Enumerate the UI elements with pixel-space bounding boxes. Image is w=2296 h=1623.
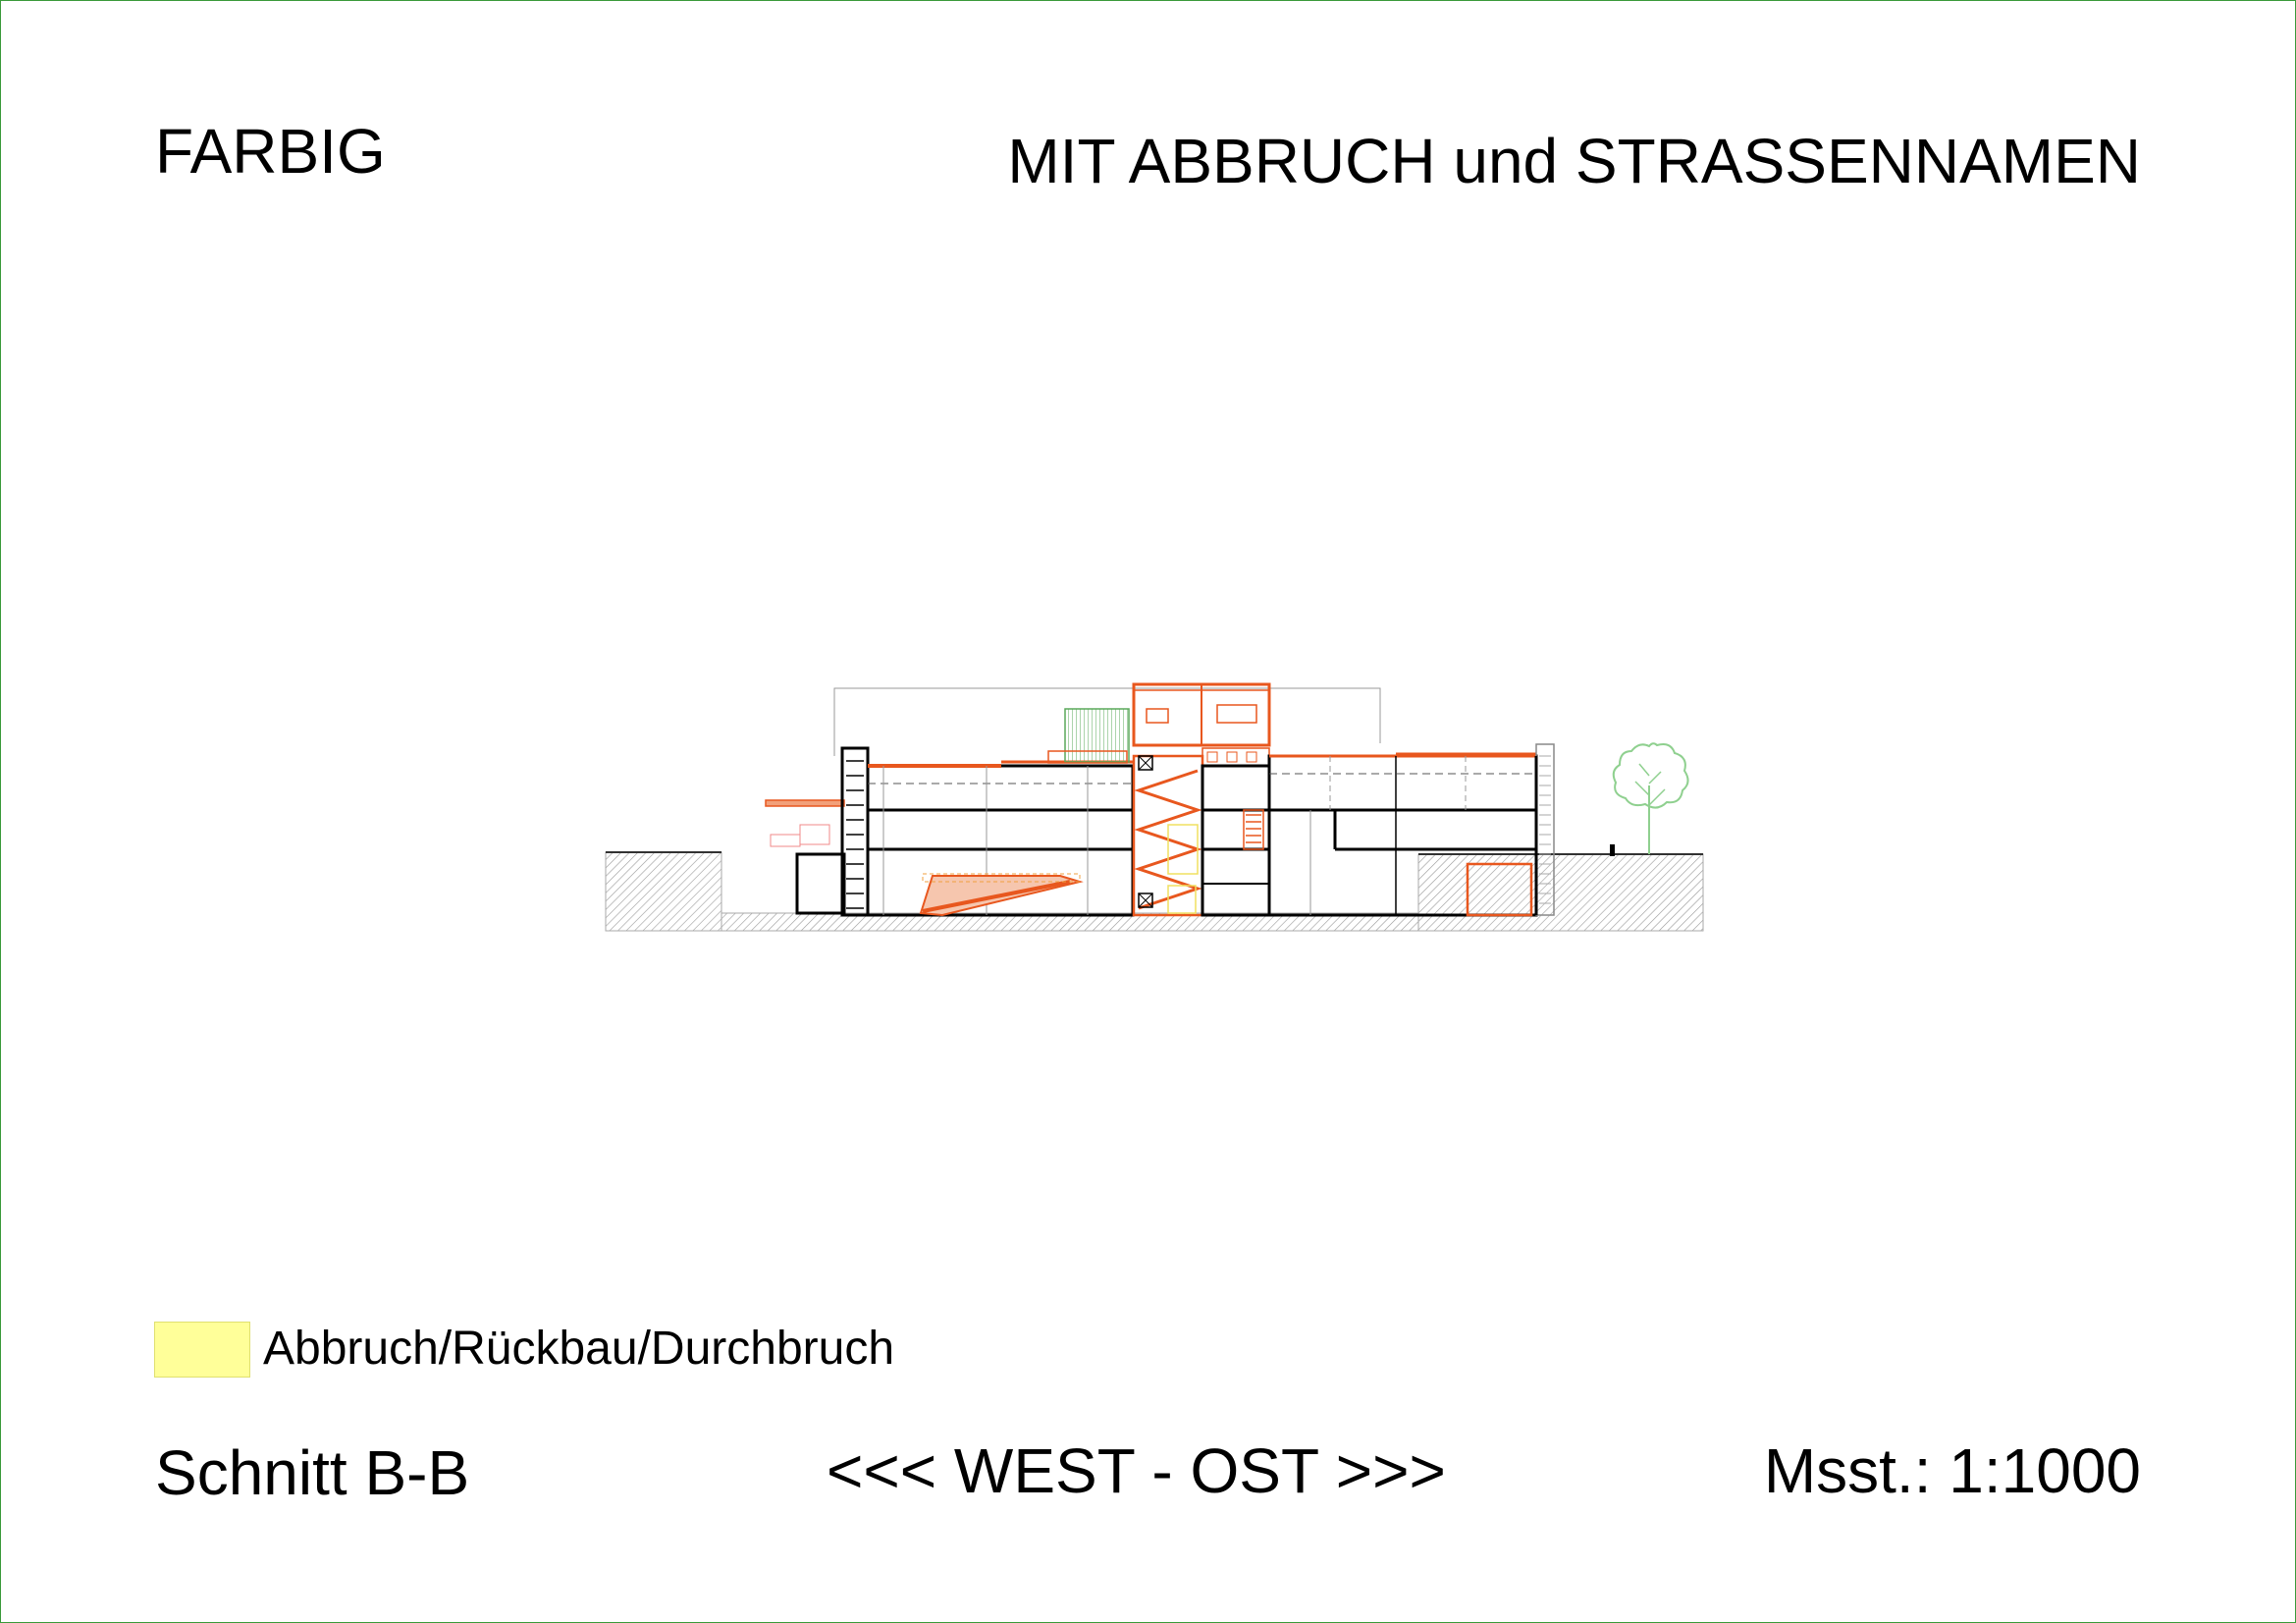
ground-hatch	[605, 851, 1704, 932]
header-color-label: FARBIG	[155, 116, 386, 187]
middle-block	[1201, 764, 1271, 917]
green-roof-box	[1047, 708, 1130, 764]
legend-label: Abbruch/Rückbau/Durchbruch	[263, 1323, 895, 1375]
east-block	[1267, 752, 1538, 917]
header-title: MIT ABBRUCH und STRASSENNAMEN	[1007, 126, 2141, 196]
legend-swatch-demolition	[154, 1322, 250, 1378]
west-stair-tower	[840, 746, 870, 917]
building-section-drawing	[605, 682, 1704, 932]
rooftop-extension	[1132, 682, 1271, 767]
east-facade	[1534, 743, 1615, 916]
section-label: Schnitt B-B	[155, 1437, 470, 1508]
west-annex	[765, 799, 846, 915]
orientation-label: <<< WEST - OST >>>	[827, 1435, 1446, 1506]
tree-icon	[1612, 742, 1689, 854]
roof-silhouette	[833, 687, 1381, 756]
west-main-block	[866, 760, 1135, 917]
central-stair-core	[1132, 754, 1204, 917]
scale-label: Msst.: 1:1000	[1763, 1435, 2141, 1506]
